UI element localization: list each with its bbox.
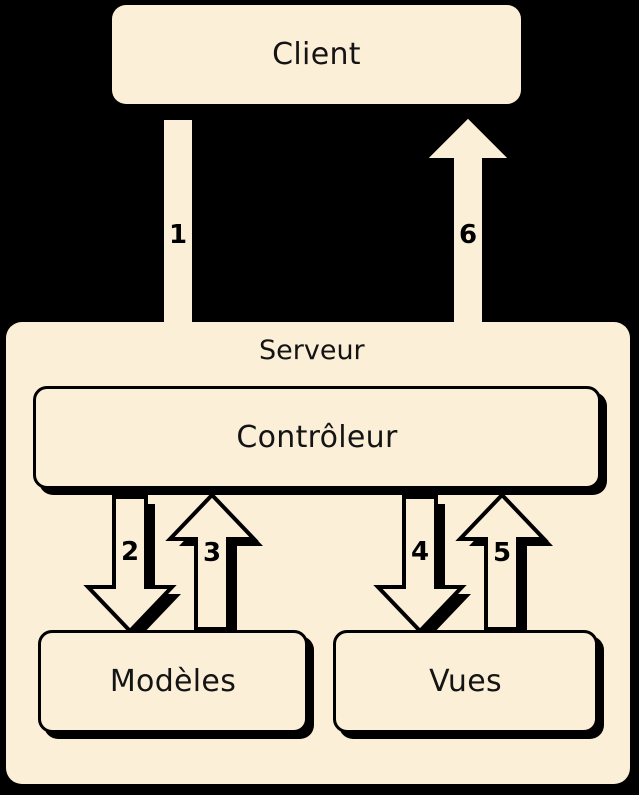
arrow-4: 4 <box>373 492 478 638</box>
arrow-3-label: 3 <box>202 538 222 568</box>
arrow-5-label: 5 <box>492 538 512 568</box>
arrow-2-body <box>83 495 177 634</box>
node-client-label: Client <box>272 36 361 72</box>
arrow-2-label: 2 <box>120 537 140 567</box>
arrow-5: 5 <box>455 492 560 637</box>
arrow-2: 2 <box>83 492 188 638</box>
arrow-1-label: 1 <box>168 220 188 250</box>
arrow-3: 3 <box>165 492 270 637</box>
node-vues[interactable]: Vues <box>333 630 598 733</box>
node-controleur[interactable]: Contrôleur <box>33 386 601 489</box>
node-vues-label: Vues <box>429 663 502 699</box>
arrow-4-label: 4 <box>410 537 430 567</box>
node-modeles[interactable]: Modèles <box>38 630 308 733</box>
arrow-3-body <box>165 492 259 631</box>
node-serveur-label: Serveur <box>259 335 365 366</box>
node-client[interactable]: Client <box>112 5 521 104</box>
arrow-5-body <box>455 492 549 631</box>
arrow-6-label: 6 <box>458 220 478 250</box>
node-modeles-label: Modèles <box>109 663 237 699</box>
node-controleur-label: Contrôleur <box>236 419 398 455</box>
arrow-4-body <box>373 495 467 634</box>
